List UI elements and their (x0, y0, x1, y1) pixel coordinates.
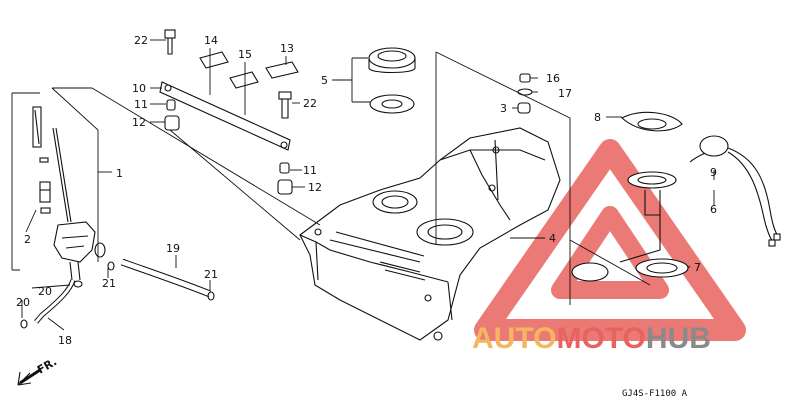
callout-11a: 11 (134, 98, 148, 111)
line-art (11, 29, 781, 386)
watermark-text: AUTOMOTOHUB (472, 322, 711, 355)
fuel-unit (571, 135, 781, 282)
callout-16: 16 (546, 72, 560, 85)
callout-13: 13 (280, 42, 294, 55)
callout-21b: 21 (204, 268, 218, 281)
callout-20: 20 (38, 285, 52, 298)
front-direction-arrow (17, 368, 41, 386)
watermark-moto: MOTO (556, 322, 645, 355)
watermark-auto: AUTO (472, 322, 556, 355)
fuel-tank (299, 127, 561, 341)
callout-8: 8 (594, 111, 601, 124)
svg-text:AUTOMOTOHUB: AUTOMOTOHUB (472, 322, 711, 355)
callout-18: 18 (58, 334, 72, 347)
tank-strap (159, 29, 293, 195)
fuel-unit-retainer (621, 111, 683, 132)
front-direction-label: FR. (35, 355, 59, 376)
callout-19: 19 (166, 242, 180, 255)
diagram-code: GJ4S-F1100 A (622, 389, 688, 399)
grommets (517, 73, 533, 114)
callout-15: 15 (238, 48, 252, 61)
callout-4: 4 (549, 232, 556, 245)
callout-21a: 21 (102, 277, 116, 290)
callout-7: 7 (694, 261, 701, 274)
fuel-tube (120, 258, 215, 301)
callout-11b: 11 (303, 164, 317, 177)
callout-22a: 22 (134, 34, 148, 47)
callout-12b: 12 (308, 181, 322, 194)
callout-3: 3 (500, 102, 507, 115)
watermark-hub: HUB (646, 322, 711, 355)
callout-10: 10 (132, 82, 146, 95)
fuel-cock-assembly (20, 106, 115, 329)
leader-lines (11, 39, 715, 331)
callout-14: 14 (204, 34, 218, 47)
watermark-triangle (474, 139, 746, 341)
callout-20b: 20 (16, 296, 30, 309)
filler-cap (368, 47, 416, 114)
callout-22b: 22 (303, 97, 317, 110)
callout-17: 17 (558, 87, 572, 100)
callout-2: 2 (24, 233, 31, 246)
callout-9: 9 (710, 166, 717, 179)
callout-12a: 12 (132, 116, 146, 129)
callout-6: 6 (710, 203, 717, 216)
callout-labels: 1 2 3 4 5 6 7 8 9 10 11 11 12 12 13 14 1… (16, 34, 717, 347)
callout-5: 5 (321, 74, 328, 87)
callout-1: 1 (116, 167, 123, 180)
